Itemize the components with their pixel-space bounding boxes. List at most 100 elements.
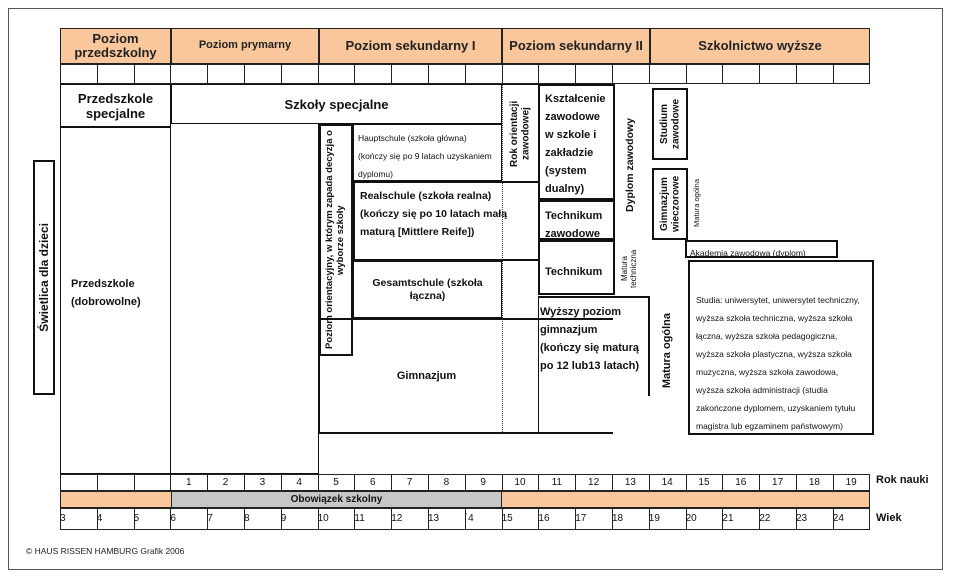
year-cell: 9: [480, 477, 486, 488]
age-cell: 11: [354, 513, 365, 524]
compulsory-bar: Obowiązek szkolny: [171, 491, 502, 508]
przedszkole-specjalne-label: Przedszkole specjalne: [77, 90, 154, 121]
column-divider: [759, 64, 761, 84]
age-cell: 24: [832, 513, 844, 524]
column-divider: [575, 64, 577, 84]
ksztalcenie-box: Kształcenie zawodowe w szkole i zakładzi…: [538, 84, 615, 200]
age-divider: [464, 508, 466, 530]
year-divider: [207, 474, 209, 491]
age-divider: [501, 508, 503, 530]
year-divider: [60, 474, 61, 491]
year-cell: 4: [296, 477, 302, 488]
header-secondary2: Poziom sekundarny II: [502, 28, 650, 64]
column-divider: [354, 64, 356, 84]
age-divider: [170, 508, 172, 530]
technikum-label: Technikum: [545, 266, 603, 278]
year-divider: [648, 474, 650, 491]
rok-orientacji-wrap: Rok orientacji zawodowej: [503, 88, 537, 180]
age-cell: 18: [612, 513, 624, 524]
years-label: Rok nauki: [876, 474, 929, 486]
age-divider: [722, 508, 724, 530]
age-cell: 19: [648, 513, 660, 524]
age-cell: 17: [575, 513, 587, 524]
year-divider: [354, 474, 356, 491]
wyzszy-poziom-box: [538, 296, 650, 434]
year-cell: 1: [186, 477, 192, 488]
gimnazjum-wieczorowe-box: Gimnazjum wieczorowe: [652, 168, 688, 240]
age-cell: 4: [96, 513, 103, 524]
age-divider: [244, 508, 245, 530]
swietlica-box: Świetlica dla dzieci: [33, 160, 55, 395]
age-divider: [575, 508, 577, 530]
matura-ogolna-big-label: Matura ogólna: [661, 313, 673, 389]
primary-block: [171, 124, 319, 474]
matura-techniczna-wrap: Matura techniczna: [615, 240, 643, 298]
age-divider: [133, 508, 135, 530]
swietlica-label: Świetlica dla dzieci: [37, 223, 51, 332]
column-divider: [722, 64, 724, 84]
header-higher-label: Szkolnictwo wyższe: [698, 38, 822, 54]
matura-techniczna-label: Matura techniczna: [619, 249, 638, 289]
matura-ogolna-big-wrap: Matura ogólna: [652, 296, 682, 406]
gimnazjum-label: Gimnazjum: [396, 369, 457, 382]
credit-text: © HAUS RISSEN HAMBURG Grafik 2006: [26, 546, 185, 556]
year-divider: [170, 474, 172, 491]
age-divider: [648, 508, 650, 530]
column-divider: [796, 64, 797, 84]
gesamtschule-label: Gesamtschule (szkoła łączna): [372, 277, 483, 302]
header-primary-label: Poziom prymarny: [198, 39, 292, 52]
age-divider: [207, 508, 209, 530]
year-cell: 5: [333, 477, 339, 488]
age-cell: 10: [317, 513, 329, 524]
column-divider: [96, 64, 98, 84]
gesamtschule-box: Gesamtschule (szkoła łączna): [353, 261, 502, 318]
year-cell: 13: [624, 477, 636, 488]
year-divider: [575, 474, 577, 491]
year-divider: [96, 474, 98, 491]
szkoly-specjalne-box: Szkoły specjalne: [171, 84, 502, 124]
age-cell: 20: [685, 513, 697, 524]
year-divider: [317, 474, 319, 491]
gimnazjum-box: Gimnazjum: [319, 318, 613, 434]
year-cell: 18: [808, 477, 820, 488]
header-preschool: Poziom przedszkolny: [60, 28, 171, 64]
realschule-box: Realschule (szkoła realna) (kończy się p…: [353, 181, 540, 261]
year-cell: 14: [661, 477, 673, 488]
column-divider: [170, 64, 172, 84]
poziom-orientacyjny-box: Poziom orientacyjny, w którym zapada dec…: [319, 124, 353, 356]
year-divider: [759, 474, 761, 491]
column-divider: [244, 64, 245, 84]
age-cell: 16: [538, 513, 550, 524]
age-cell: 8: [244, 513, 250, 524]
year-divider: [832, 474, 834, 491]
column-divider: [832, 64, 834, 84]
age-divider: [391, 508, 393, 530]
year-cell: 7: [406, 477, 413, 488]
year-cell: 2: [222, 477, 229, 488]
year-divider: [722, 474, 724, 491]
column-divider: [317, 64, 319, 84]
header-primary: Poziom prymarny: [171, 28, 319, 64]
year-cell: 16: [735, 477, 747, 488]
technikum-box: Technikum: [538, 240, 615, 295]
rok-orientacji-box: [502, 84, 538, 434]
year-cell: 19: [845, 477, 857, 488]
dyplom-zawodowy-label: Dyplom zawodowy: [624, 118, 636, 212]
studium-zawodowe-box: Studium zawodowe: [652, 88, 688, 160]
year-divider: [428, 474, 429, 491]
age-cell: 7: [207, 513, 213, 524]
year-divider: [501, 474, 503, 491]
szkoly-specjalne-label: Szkoły specjalne: [284, 96, 389, 112]
year-divider: [464, 474, 466, 491]
age-divider: [317, 508, 319, 530]
ages-label: Wiek: [876, 512, 902, 524]
column-divider: [133, 64, 135, 84]
wyzszy-poziom-step: [612, 396, 650, 397]
column-divider: [538, 64, 540, 84]
age-cell: 12: [391, 513, 403, 524]
year-cell: 8: [443, 477, 450, 488]
rok-orientacji-label: Rok orientacji zawodowej: [508, 100, 532, 168]
year-divider: [685, 474, 687, 491]
studia-box: Studia: uniwersytet, uniwersytet technic…: [688, 260, 874, 435]
column-divider: [464, 64, 466, 84]
